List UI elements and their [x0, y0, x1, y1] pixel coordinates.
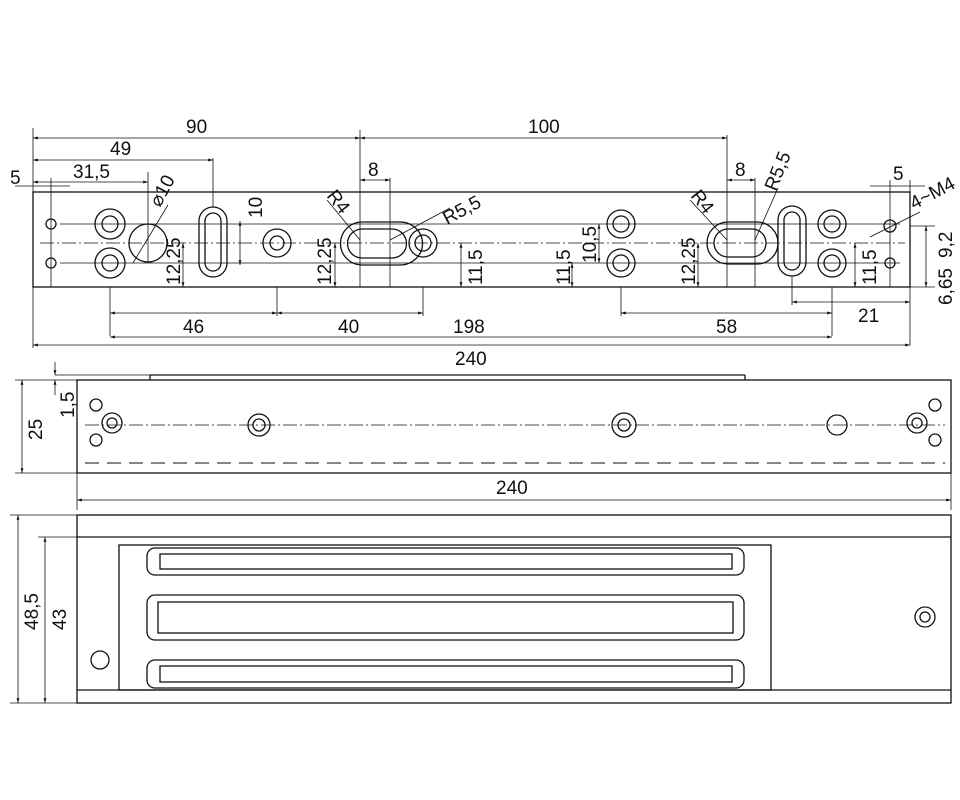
top-view: 90 100 49 31,5 5 5 8 8 ⌀10 10 R4 R5,5 R4…: [10, 117, 959, 370]
keyhole-slot: [339, 221, 424, 266]
dim-12-25-a: 12,25: [164, 237, 185, 285]
counterbore-hole: [262, 228, 292, 258]
counterbore-hole-pair: [94, 208, 126, 279]
dim-diameter-10: ⌀10: [146, 172, 180, 211]
dim-10-5: 10,5: [580, 226, 601, 263]
dim-48-5: 48,5: [22, 593, 43, 630]
vertical-slot: [198, 206, 228, 278]
dim-11-5-b: 11,5: [554, 249, 575, 285]
dim-90: 90: [186, 117, 207, 138]
side-view: 25 1,5 240: [15, 362, 952, 510]
dim-240: 240: [496, 478, 528, 499]
dim-8-left: 8: [368, 160, 379, 181]
dim-5-left: 5: [10, 168, 21, 189]
dim-58: 58: [716, 317, 737, 338]
mounting-holes: [89, 398, 942, 447]
side-outline: [76, 379, 952, 474]
coil-housing: [118, 544, 772, 691]
dim-40: 40: [338, 317, 359, 338]
dim-100: 100: [528, 117, 560, 138]
dim-1-5: 1,5: [58, 392, 79, 418]
dim-4-m4: 4~M4: [906, 173, 959, 214]
indicator-hole: [90, 650, 110, 670]
dim-12-25-c: 12,25: [679, 237, 700, 285]
dim-240: 240: [455, 349, 487, 370]
dim-r4-left: R4: [322, 186, 354, 218]
counterbore-hole-pair: [817, 209, 847, 278]
dim-25: 25: [26, 419, 47, 440]
counterbore-hole-pair: [606, 209, 636, 278]
dim-6-65: 6,65: [936, 268, 957, 305]
front-view: 48,5 43: [10, 514, 952, 704]
dim-11-5-a: 11,5: [466, 249, 487, 285]
front-outline: [76, 514, 952, 704]
dim-11-5-c: 11,5: [860, 249, 881, 285]
keyhole-slot: [706, 221, 779, 265]
dim-r5-5-right: R5,5: [761, 149, 796, 194]
dim-43: 43: [50, 609, 71, 630]
magnet-core-slots: [146, 547, 745, 689]
dim-8-right: 8: [735, 160, 746, 181]
dim-9-2: 9,2: [936, 232, 957, 258]
dim-r4-right: R4: [686, 186, 718, 218]
dim-12-25-b: 12,25: [315, 237, 336, 285]
dim-46: 46: [183, 317, 204, 338]
dim-21: 21: [858, 306, 879, 327]
dim-5-right: 5: [893, 164, 904, 185]
dim-49: 49: [110, 139, 131, 160]
vertical-slot: [777, 205, 807, 277]
screw-hole: [914, 606, 936, 628]
dim-10: 10: [246, 197, 267, 218]
counterbore-hole: [408, 228, 438, 258]
dim-31-5: 31,5: [73, 162, 110, 183]
dim-198: 198: [453, 317, 485, 338]
